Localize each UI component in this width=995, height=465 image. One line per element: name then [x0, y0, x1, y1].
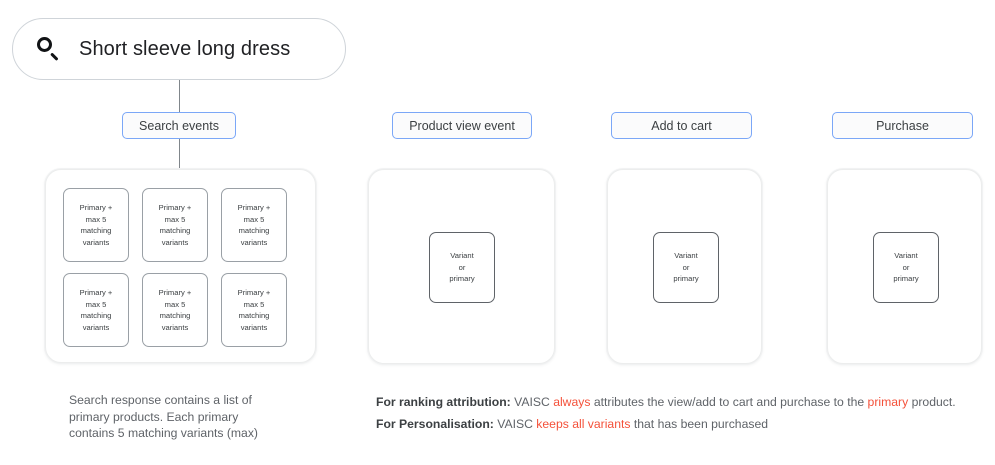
variant-card-line-1: Variant [450, 251, 474, 261]
stage-panel-search-events: Primary + max 5 matching variants Primar… [45, 169, 316, 363]
search-query-text: Short sleeve long dress [79, 37, 291, 60]
caption-line-3: contains 5 matching variants (max) [69, 426, 258, 440]
primary-card: Primary + max 5 matching variants [142, 188, 208, 262]
note-ranking-part3: product. [908, 395, 956, 409]
stage-panel-purchase: Variant or primary [827, 169, 982, 364]
connector-line-top [179, 80, 180, 112]
primary-card: Primary + max 5 matching variants [221, 188, 287, 262]
notes-block: For ranking attribution: VAISC always at… [376, 391, 986, 435]
primary-card-line-4: variants [240, 237, 268, 247]
primary-card-line-4: variants [240, 322, 268, 332]
variant-card-line-3: primary [893, 274, 919, 284]
caption-line-1: Search response contains a list of [69, 393, 252, 407]
primary-card-line-2: max 5 [85, 299, 107, 309]
primary-card-line-2: max 5 [85, 214, 107, 224]
note-ranking-label: For ranking attribution: [376, 395, 511, 409]
primary-card-line-4: variants [82, 322, 110, 332]
note-personalisation-part1: VAISC [493, 417, 537, 431]
primary-card-line-4: variants [161, 322, 189, 332]
primary-card-line-2: max 5 [243, 299, 265, 309]
note-ranking-part1: VAISC [510, 395, 554, 409]
primary-card: Primary + max 5 matching variants [221, 273, 287, 347]
variant-card: Variant or primary [429, 232, 495, 303]
primary-card-line-4: variants [161, 237, 189, 247]
variant-card-line-3: primary [673, 274, 699, 284]
variant-card-line-1: Variant [674, 251, 698, 261]
search-icon [37, 37, 61, 62]
variant-card: Variant or primary [653, 232, 719, 303]
primary-card: Primary + max 5 matching variants [63, 188, 129, 262]
primary-card-line-1: Primary + [158, 203, 192, 212]
note-personalisation-highlight: keeps all variants [536, 417, 631, 431]
primary-card-grid: Primary + max 5 matching variants Primar… [63, 188, 287, 347]
variant-card: Variant or primary [873, 232, 939, 303]
stage-panel-add-to-cart: Variant or primary [607, 169, 762, 364]
note-personalisation-part2: that has been purchased [630, 417, 769, 431]
stage-panel-product-view: Variant or primary [368, 169, 555, 364]
variant-card-line-1: Variant [894, 251, 918, 261]
variant-card-line-2: or [682, 262, 690, 272]
primary-card: Primary + max 5 matching variants [142, 273, 208, 347]
note-ranking-part2: attributes the view/add to cart and purc… [590, 395, 868, 409]
stage-label-product-view[interactable]: Product view event [392, 112, 532, 139]
primary-card-line-2: max 5 [164, 299, 186, 309]
primary-card-line-3: matching [159, 226, 191, 235]
note-ranking-highlight-always: always [553, 395, 591, 409]
search-box[interactable]: Short sleeve long dress [12, 18, 346, 80]
primary-card: Primary + max 5 matching variants [63, 273, 129, 347]
primary-card-line-3: matching [238, 226, 270, 235]
caption-search-response: Search response contains a list of prima… [69, 392, 319, 442]
variant-card-line-3: primary [449, 274, 475, 284]
primary-card-line-3: matching [159, 311, 191, 320]
primary-card-line-1: Primary + [79, 203, 113, 212]
note-personalisation-label: For Personalisation: [376, 417, 494, 431]
primary-card-line-1: Primary + [79, 288, 113, 297]
primary-card-line-3: matching [80, 311, 112, 320]
stage-label-search-events[interactable]: Search events [122, 112, 236, 139]
stage-label-add-to-cart[interactable]: Add to cart [611, 112, 752, 139]
note-ranking-highlight-primary: primary [867, 395, 909, 409]
stage-label-purchase[interactable]: Purchase [832, 112, 973, 139]
caption-line-2: primary products. Each primary [69, 409, 239, 424]
primary-card-line-1: Primary + [158, 288, 192, 297]
primary-card-line-2: max 5 [243, 214, 265, 224]
variant-card-line-2: or [902, 262, 910, 272]
primary-card-line-4: variants [82, 237, 110, 247]
primary-card-line-2: max 5 [164, 214, 186, 224]
primary-card-line-3: matching [238, 311, 270, 320]
variant-card-line-2: or [458, 262, 466, 272]
primary-card-line-3: matching [80, 226, 112, 235]
connector-line-middle [179, 139, 180, 169]
primary-card-line-1: Primary + [237, 288, 271, 297]
note-personalisation: For Personalisation: VAISC keeps all var… [376, 413, 986, 435]
primary-card-line-1: Primary + [237, 203, 271, 212]
note-ranking-attribution: For ranking attribution: VAISC always at… [376, 391, 986, 413]
